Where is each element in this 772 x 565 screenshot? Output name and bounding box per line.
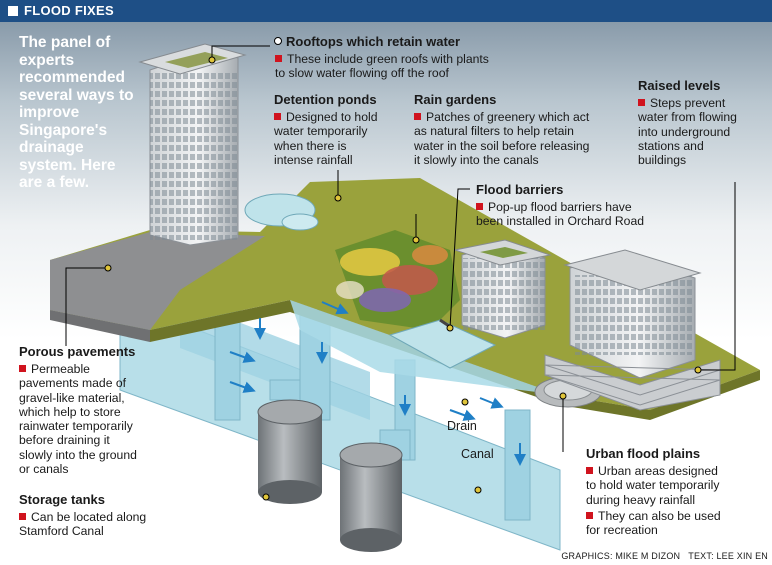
storage-desc: Can be located along Stamford Canal: [19, 510, 147, 539]
porous-desc: Permeable pavements made of gravel-like …: [19, 362, 137, 477]
bullet-icon: [274, 113, 281, 120]
bullet-icon: [275, 55, 282, 62]
drain-label: Drain: [447, 419, 477, 433]
leader-lines: [65, 45, 736, 500]
rain-gardens-title: Rain gardens: [414, 92, 497, 107]
flood-plain-pool: [388, 319, 497, 369]
leader-dots: [104, 56, 702, 501]
raised-building: [544, 249, 721, 411]
flood-barriers-desc: Pop-up flood barriers have been installe…: [476, 200, 645, 229]
bullet-icon: [414, 113, 421, 120]
rooftops-desc: These include green roofs with plants to…: [275, 52, 489, 81]
callout-dot-icon: [274, 37, 282, 45]
raised-levels-desc: Steps prevent water from flowing into un…: [638, 96, 737, 168]
raised-levels-title: Raised levels: [638, 78, 721, 93]
porous-title: Porous pavements: [19, 344, 136, 359]
bullet-icon: [586, 467, 593, 474]
mid-building: [453, 239, 552, 339]
intro-text: The panel of experts recommended several…: [19, 34, 134, 191]
bullet-icon: [638, 99, 645, 106]
storage-tank-right: [339, 442, 403, 552]
header-square-icon: [8, 6, 18, 16]
header-title: FLOOD FIXES: [24, 3, 114, 18]
rain-gardens-desc: Patches of greenery which act as natural…: [414, 110, 590, 167]
bullet-icon: [476, 203, 483, 210]
bullet-icon: [19, 365, 26, 372]
detention-desc: Designed to hold water temporarily when …: [274, 110, 378, 167]
rooftops-title: Rooftops which retain water: [274, 34, 460, 50]
storage-title: Storage tanks: [19, 492, 105, 507]
detention-title: Detention ponds: [274, 92, 377, 107]
storage-tank-left: [257, 399, 323, 504]
canal-label: Canal: [461, 447, 494, 461]
flood-illustration: [50, 43, 760, 552]
header-bar: FLOOD FIXES: [0, 0, 772, 22]
flow-arrows: [229, 301, 526, 466]
flood-barriers-title: Flood barriers: [476, 182, 564, 197]
bullet-icon: [19, 513, 26, 520]
urban-desc: Urban areas designed to hold water tempo…: [586, 464, 721, 538]
canal-system: [119, 299, 561, 551]
bullet-icon: [586, 511, 593, 519]
rain-garden: [335, 230, 460, 330]
urban-title: Urban flood plains: [586, 446, 701, 461]
tall-tower: [138, 43, 247, 246]
